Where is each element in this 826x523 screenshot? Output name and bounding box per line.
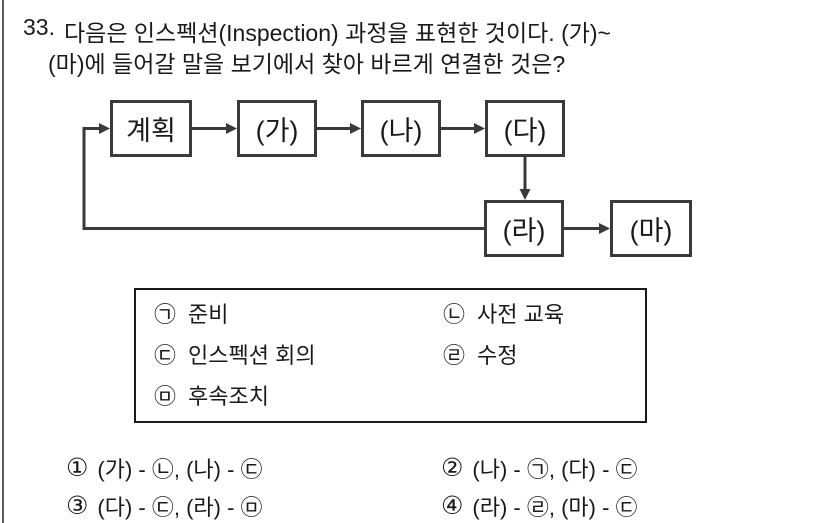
option-marker: ㉣ [443,343,466,368]
choice-3-number: ③ [66,491,89,520]
flow-box-na: (나) [361,100,441,157]
choice-4: ④ (라) - ㉣, (마) - ㉢ [441,490,638,522]
option-item-sujeong: ㉣ 수정 [443,338,518,370]
choice-3: ③ (다) - ㉢, (라) - ㉤ [66,490,263,522]
option-item-husok-jochi: ㉤ 후속조치 [154,379,269,411]
arrowhead-ga-to-na [350,123,361,134]
option-marker: ㉤ [154,384,177,409]
option-item-inspection-hoeui: ㉢ 인스펙션 회의 [154,338,316,370]
flow-box-ga-label: (가) [255,116,299,146]
flow-box-ma-label: (마) [629,216,673,246]
arrowhead-na-to-da [474,123,485,134]
choice-4-number: ④ [441,491,464,520]
arrowhead-ra-to-ma [599,223,610,234]
option-label: 수정 [477,343,518,368]
flow-box-da: (다) [485,100,565,157]
choice-2-text: (나) - ㉠, (다) - ㉢ [472,457,638,482]
flow-box-plan: 계획 [110,100,192,157]
option-item-jun-bi: ㉠ 준비 [154,297,229,329]
option-marker: ㉠ [154,302,177,327]
choice-1: ① (가) - ㉡, (나) - ㉢ [66,452,263,484]
flow-box-na-label: (나) [379,116,423,146]
page-left-border [2,0,4,523]
arrowhead-da-to-ra [519,189,531,200]
choice-3-text: (다) - ㉢, (라) - ㉤ [97,495,263,520]
option-label: 준비 [188,302,229,327]
option-label: 사전 교육 [477,302,565,327]
arrowhead-feedback-to-plan [99,123,110,134]
feedback-line-ra-to-plan [82,127,484,230]
question-text-line-1: 다음은 인스펙션(Inspection) 과정을 표현한 것이다. (가)~ [64,20,611,46]
flow-box-ma: (마) [610,200,692,257]
flow-box-plan-label: 계획 [126,116,176,146]
arrowhead-plan-to-ga [226,123,237,134]
answer-options-box [134,288,647,423]
flow-box-da-label: (다) [503,116,547,146]
choice-1-number: ① [66,453,89,482]
flow-box-ga: (가) [237,100,317,157]
choice-2-number: ② [441,453,464,482]
question-number: 33. [23,14,55,40]
choice-4-text: (라) - ㉣, (마) - ㉢ [472,495,638,520]
option-label: 후속조치 [188,384,269,409]
flow-box-ra-label: (라) [502,216,546,246]
option-item-sajeon-gyoyuk: ㉡ 사전 교육 [443,297,564,329]
choice-1-text: (가) - ㉡, (나) - ㉢ [97,457,263,482]
choice-2: ② (나) - ㉠, (다) - ㉢ [441,452,638,484]
option-label: 인스펙션 회의 [188,343,316,368]
option-marker: ㉡ [443,302,466,327]
question-text-line-2: (마)에 들어갈 말을 보기에서 찾아 바르게 연결한 것은? [48,51,566,77]
option-marker: ㉢ [154,343,177,368]
flow-box-ra: (라) [484,200,564,257]
